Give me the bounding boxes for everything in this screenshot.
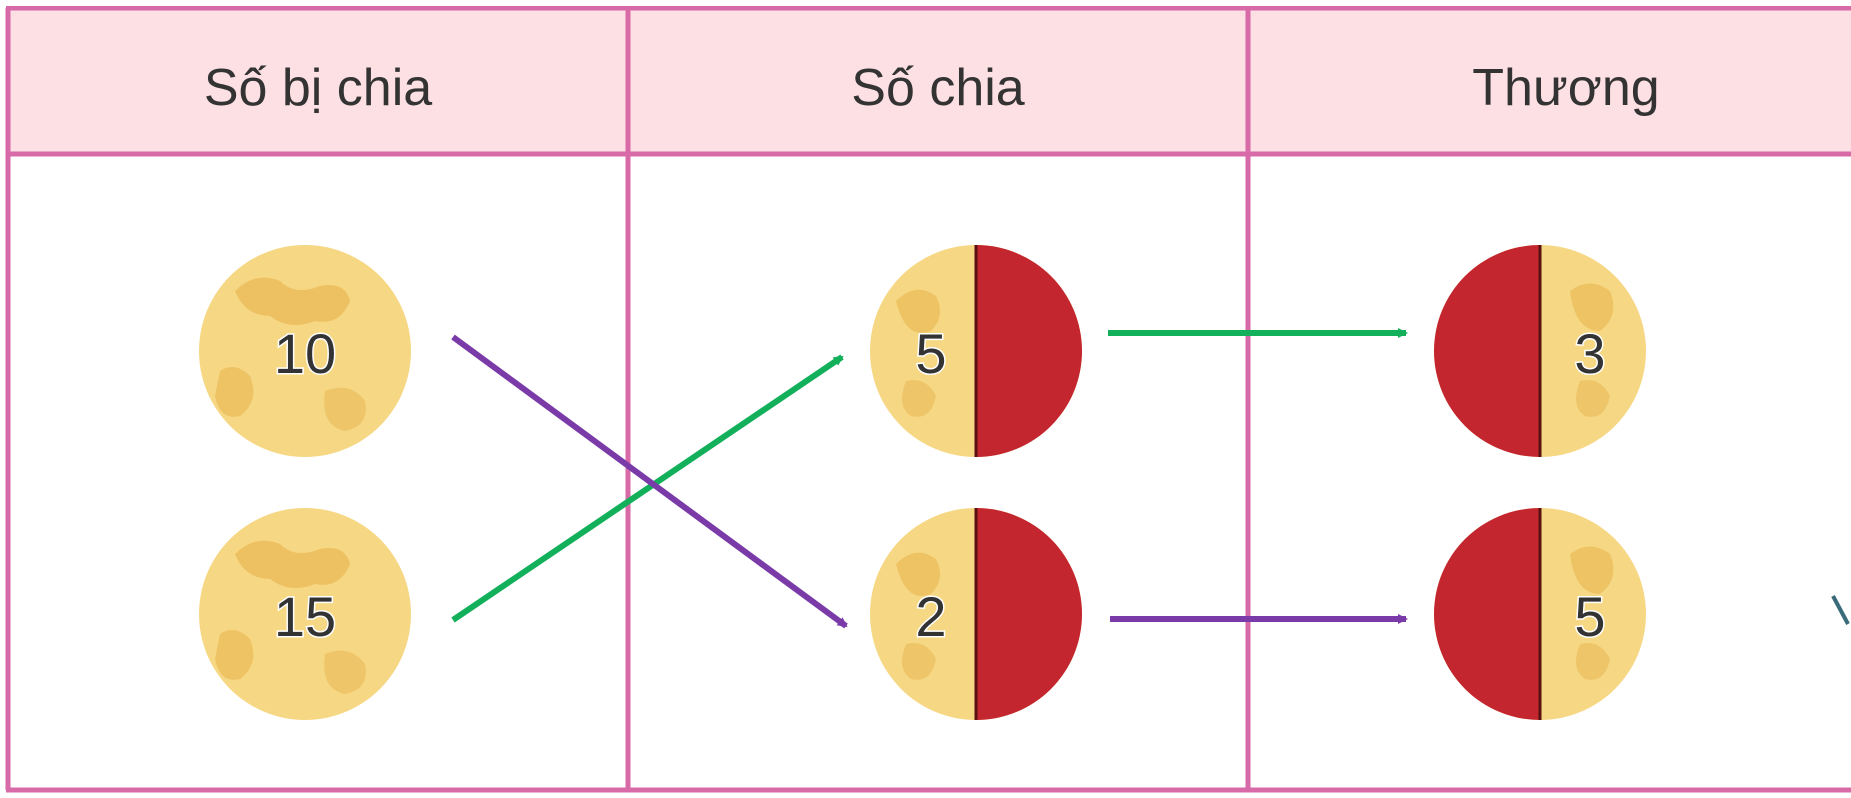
moon-divisor-1 [870,245,1082,457]
header-divisor: Số chia [851,59,1025,117]
dividend-label-1: 10 [274,322,336,385]
moon-divisor-2 [870,508,1082,720]
moon-dividend-2 [199,508,411,720]
quotient-label-2: 5 [1574,585,1605,648]
table-borders [5,6,1851,793]
arrow-10-to-2 [451,334,848,629]
quotient-label-1: 3 [1574,322,1605,385]
moon-quotient-1 [1434,245,1646,457]
divisor-label-2: 2 [915,585,946,648]
header-quotient: Thương [1472,59,1659,117]
header-row [6,8,1851,154]
header-dividend: Số bị chia [204,59,432,117]
partial-mark [1831,595,1850,625]
division-table: Số bị chia Số chia Thương 10 15 5 2 [5,6,1851,793]
dividend-label-2: 15 [274,585,336,648]
moon-dividend-1 [199,245,411,457]
arrow-15-to-5 [451,354,844,623]
moon-quotient-2 [1434,508,1646,720]
divisor-label-1: 5 [915,322,946,385]
